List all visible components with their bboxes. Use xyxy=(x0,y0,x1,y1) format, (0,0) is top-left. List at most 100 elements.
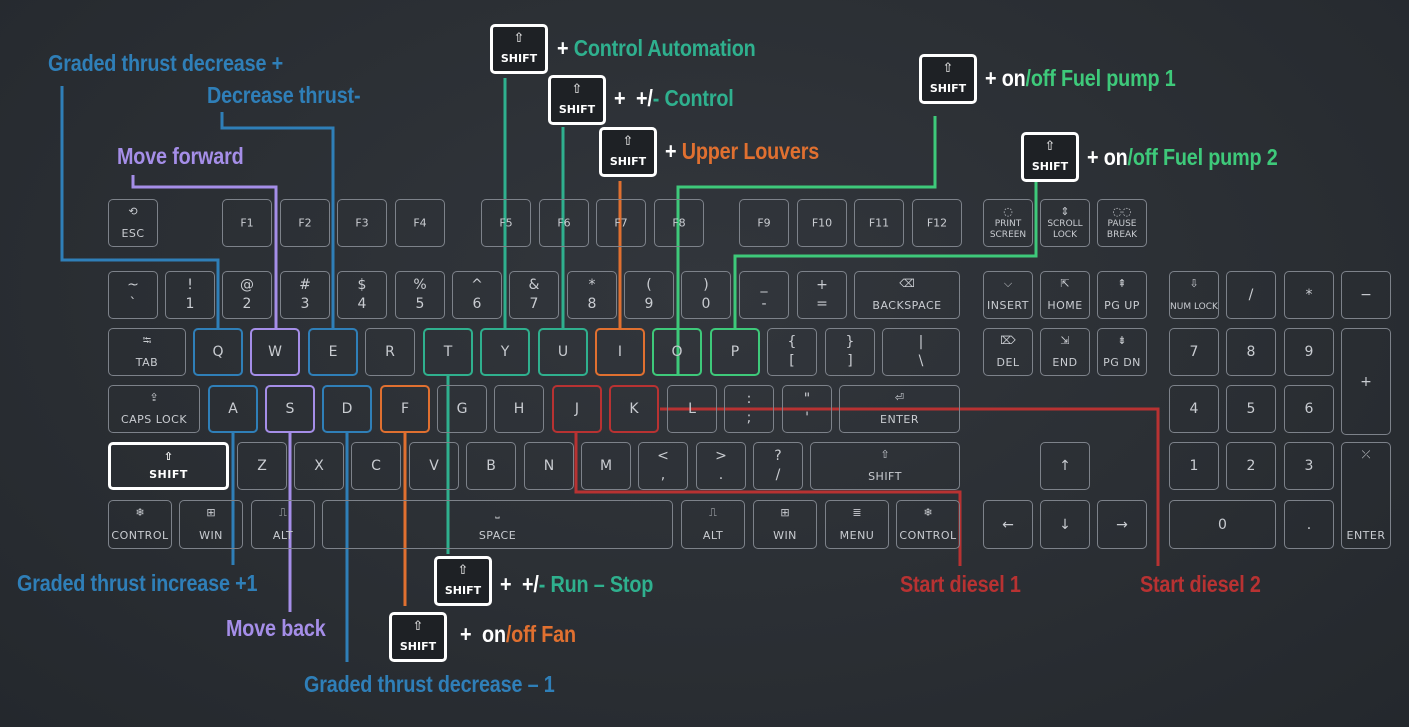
key-f10[interactable]: F10 xyxy=(797,199,847,247)
key-f[interactable]: F xyxy=(380,385,430,433)
key-t[interactable]: T xyxy=(423,328,473,376)
key-down-arrow[interactable]: ↓ xyxy=(1040,500,1090,549)
key-lbracket[interactable]: {[ xyxy=(767,328,817,376)
key-f4[interactable]: F4 xyxy=(395,199,445,247)
key-left-arrow[interactable]: ← xyxy=(983,500,1033,549)
key-quote[interactable]: "' xyxy=(782,385,832,433)
key-np8[interactable]: 8 xyxy=(1226,328,1276,376)
key-k7[interactable]: &7 xyxy=(509,271,559,319)
key-u[interactable]: U xyxy=(538,328,588,376)
key-eq[interactable]: += xyxy=(797,271,847,319)
key-f1[interactable]: F1 xyxy=(222,199,272,247)
key-del[interactable]: ⌦DEL xyxy=(983,328,1033,376)
key-f3[interactable]: F3 xyxy=(337,199,387,247)
key-np-enter[interactable]: ⤫ENTER xyxy=(1341,442,1391,549)
key-g[interactable]: G xyxy=(437,385,487,433)
key-k4[interactable]: $4 xyxy=(337,271,387,319)
key-np9[interactable]: 9 xyxy=(1284,328,1334,376)
key-w[interactable]: W xyxy=(250,328,300,376)
key-minus[interactable]: _- xyxy=(739,271,789,319)
key-menu[interactable]: ≣MENU xyxy=(825,500,889,549)
key-np-mul[interactable]: * xyxy=(1284,271,1334,319)
key-left-control[interactable]: ❄CONTROL xyxy=(108,500,172,549)
key-semicolon[interactable]: :; xyxy=(724,385,774,433)
key-f9[interactable]: F9 xyxy=(739,199,789,247)
key-left-alt[interactable]: ⎍ALT xyxy=(251,500,315,549)
key-e[interactable]: E xyxy=(308,328,358,376)
key-enter[interactable]: ⏎ENTER xyxy=(839,385,960,433)
key-left-win[interactable]: ⊞WIN xyxy=(179,500,243,549)
key-pause-break[interactable]: ◌◌PAUSE BREAK xyxy=(1097,199,1147,247)
key-home[interactable]: ⇱HOME xyxy=(1040,271,1090,319)
key-np-div[interactable]: / xyxy=(1226,271,1276,319)
key-np-plus[interactable]: + xyxy=(1341,328,1391,435)
key-f12[interactable]: F12 xyxy=(912,199,962,247)
key-insert[interactable]: ⌵INSERT xyxy=(983,271,1033,319)
key-y[interactable]: Y xyxy=(480,328,530,376)
key-v[interactable]: V xyxy=(409,442,459,490)
key-end[interactable]: ⇲END xyxy=(1040,328,1090,376)
key-k8[interactable]: *8 xyxy=(567,271,617,319)
key-right-arrow[interactable]: → xyxy=(1097,500,1147,549)
key-period[interactable]: >. xyxy=(696,442,746,490)
key-rbracket[interactable]: }] xyxy=(825,328,875,376)
key-right-alt[interactable]: ⎍ALT xyxy=(681,500,745,549)
key-k2[interactable]: @2 xyxy=(222,271,272,319)
key-f2[interactable]: F2 xyxy=(280,199,330,247)
key-scroll-lock[interactable]: ⇕SCROLL LOCK xyxy=(1040,199,1090,247)
key-backslash[interactable]: |\ xyxy=(882,328,960,376)
key-right-win[interactable]: ⊞WIN xyxy=(753,500,817,549)
key-l[interactable]: L xyxy=(667,385,717,433)
key-left-shift[interactable]: ⇧SHIFT xyxy=(108,442,229,490)
key-j[interactable]: J xyxy=(552,385,602,433)
key-k1[interactable]: !1 xyxy=(165,271,215,319)
key-np3[interactable]: 3 xyxy=(1284,442,1334,490)
key-s[interactable]: S xyxy=(265,385,315,433)
key-o[interactable]: O xyxy=(652,328,702,376)
key-up[interactable]: ↑ xyxy=(1040,442,1090,490)
key-esc[interactable]: ⟲ESC xyxy=(108,199,158,247)
key-c[interactable]: C xyxy=(351,442,401,490)
key-h[interactable]: H xyxy=(494,385,544,433)
key-np7[interactable]: 7 xyxy=(1169,328,1219,376)
key-space[interactable]: ⎵SPACE xyxy=(322,500,673,549)
key-f5[interactable]: F5 xyxy=(481,199,531,247)
key-x[interactable]: X xyxy=(294,442,344,490)
key-right-shift[interactable]: ⇧SHIFT xyxy=(810,442,960,490)
key-tilde[interactable]: ~` xyxy=(108,271,158,319)
key-np-minus[interactable]: − xyxy=(1341,271,1391,319)
key-right-control[interactable]: ❄CONTROL xyxy=(896,500,960,549)
key-r[interactable]: R xyxy=(365,328,415,376)
key-i[interactable]: I xyxy=(595,328,645,376)
key-np0[interactable]: 0 xyxy=(1169,500,1276,549)
key-k3[interactable]: #3 xyxy=(280,271,330,319)
key-f11[interactable]: F11 xyxy=(854,199,904,247)
key-np1[interactable]: 1 xyxy=(1169,442,1219,490)
key-f7[interactable]: F7 xyxy=(596,199,646,247)
key-print-screen[interactable]: ◌PRINT SCREEN xyxy=(983,199,1033,247)
key-a[interactable]: A xyxy=(208,385,258,433)
key-np6[interactable]: 6 xyxy=(1284,385,1334,433)
key-np4[interactable]: 4 xyxy=(1169,385,1219,433)
key-k0[interactable]: )0 xyxy=(681,271,731,319)
key-pgup[interactable]: ⇞PG UP xyxy=(1097,271,1147,319)
key-comma[interactable]: <, xyxy=(638,442,688,490)
key-slash[interactable]: ?/ xyxy=(753,442,803,490)
key-f8[interactable]: F8 xyxy=(654,199,704,247)
key-k6[interactable]: ^6 xyxy=(452,271,502,319)
key-p[interactable]: P xyxy=(710,328,760,376)
key-m[interactable]: M xyxy=(581,442,631,490)
key-k5[interactable]: %5 xyxy=(395,271,445,319)
key-np2[interactable]: 2 xyxy=(1226,442,1276,490)
key-pgdn[interactable]: ⇟PG DN xyxy=(1097,328,1147,376)
key-tab[interactable]: ⭾TAB xyxy=(108,328,186,376)
key-f6[interactable]: F6 xyxy=(539,199,589,247)
key-caps-lock[interactable]: ⇪CAPS LOCK xyxy=(108,385,200,433)
key-n[interactable]: N xyxy=(524,442,574,490)
key-np-dot[interactable]: . xyxy=(1284,500,1334,549)
key-q[interactable]: Q xyxy=(193,328,243,376)
key-b[interactable]: B xyxy=(466,442,516,490)
key-k9[interactable]: (9 xyxy=(624,271,674,319)
key-d[interactable]: D xyxy=(322,385,372,433)
key-k[interactable]: K xyxy=(609,385,659,433)
